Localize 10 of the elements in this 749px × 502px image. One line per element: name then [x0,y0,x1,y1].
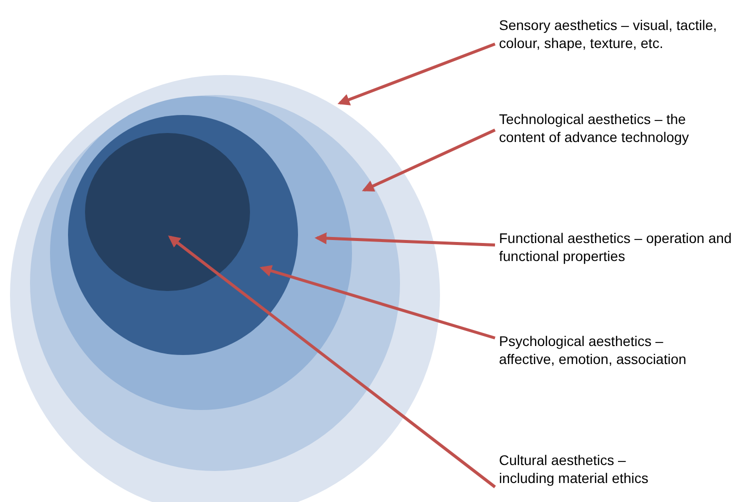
leader-arrow [362,128,496,192]
label-text: Psychological aesthetics – affective, emotion, association [499,332,689,368]
leader-arrow [260,265,496,340]
leader-arrow [168,236,496,488]
label-text: Technological aesthetics – the content of advance technology [499,110,699,146]
leader-arrow [314,232,496,246]
label-text: Cultural aesthetics – including material ethics [499,451,649,487]
label-text: Functional aesthetics – operation and functional properties [499,229,739,265]
leader-arrow [338,42,496,106]
label-text: Sensory aesthetics – visual, tactile, colour, shape, texture, etc. [499,16,749,52]
